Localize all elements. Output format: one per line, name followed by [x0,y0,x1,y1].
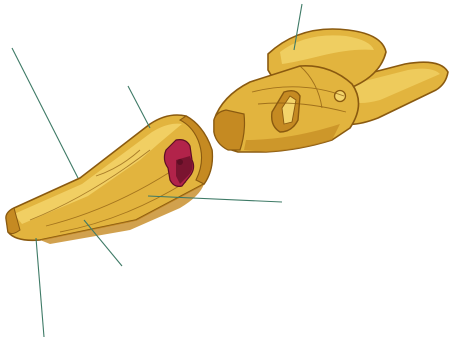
leader-line-tooth-top [127,85,151,129]
adapter-body-shade [244,124,340,152]
retaining-pin [163,139,195,187]
bucket-tooth-tip [5,114,214,244]
adapter-contour [251,65,347,113]
leader-line-adapter [293,3,303,51]
adapter-tail-highlight [345,68,440,103]
tooth-tip-edge [5,207,21,235]
adapter-hood-highlight [280,35,374,64]
adapter-nose-face [213,109,246,151]
leader-lines [11,3,303,338]
tooth-top-highlight [14,123,182,224]
leader-line-tooth-body [11,47,79,179]
tooth-socket-face [178,115,213,185]
tooth-underside-shade [40,184,204,244]
leader-line-pin [147,195,283,203]
tooth-contour [29,149,187,233]
tooth-adapter [213,28,449,153]
leader-line-tooth-tip [35,237,45,338]
pin-hole [177,159,183,165]
leader-line-tooth-face [83,219,123,267]
